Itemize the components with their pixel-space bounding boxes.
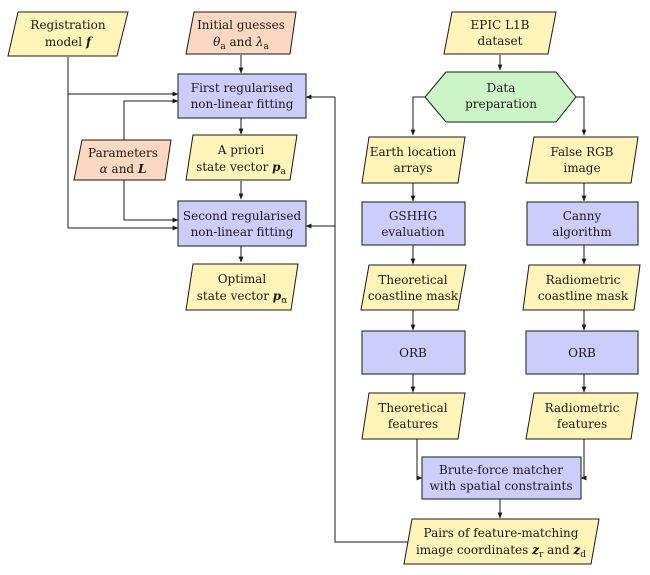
orb-left-label: ORB [399, 346, 427, 360]
matcher-line2: with spatial constraints [429, 479, 572, 493]
second-fitting-line1: Second regularised [183, 209, 302, 223]
node-parameters: Parameters α and L [73, 139, 172, 181]
node-gshhg: GSHHG evaluation [361, 201, 466, 246]
epic-line2: dataset [478, 34, 523, 48]
first-fitting-line1: First regularised [191, 81, 294, 95]
registration-model-line2: model f [45, 35, 93, 49]
node-initial-guesses: Initial guesses θa and λa [185, 11, 297, 55]
gshhg-line1: GSHHG [389, 209, 437, 223]
theo-features-line1: Theoretical [378, 401, 447, 415]
canny-line1: Canny [563, 209, 602, 223]
edge-radiofeat-to-matcher [580, 439, 587, 481]
matcher-line1: Brute-force matcher [439, 463, 563, 477]
node-radio-mask: Radiometric coastline mask [522, 264, 641, 311]
pairs-line1: Pairs of feature-matching [424, 526, 579, 540]
edge-theofeat-to-matcher [416, 439, 423, 481]
edge-pairs-feedback [334, 97, 408, 543]
node-false-rgb: False RGB image [525, 136, 639, 184]
data-prep-line2: preparation [465, 97, 537, 111]
edge-parameters-to-second [123, 180, 179, 223]
epic-line1: EPIC L1B [471, 18, 530, 32]
node-epic: EPIC L1B dataset [443, 11, 557, 55]
node-theo-features: Theoretical features [361, 392, 466, 440]
parameters-line1: Parameters [88, 146, 158, 160]
node-pairs: Pairs of feature-matching image coordina… [403, 518, 600, 565]
optimal-line1: Optimal [218, 272, 267, 286]
node-canny: Canny algorithm [526, 201, 639, 246]
orb-right-label: ORB [568, 346, 596, 360]
node-data-prep: Data preparation [424, 71, 577, 123]
theo-mask-line2: coastline mask [368, 289, 459, 303]
initial-guesses-line1: Initial guesses [197, 18, 285, 32]
node-theo-mask: Theoretical coastline mask [360, 264, 467, 311]
edges [67, 55, 587, 543]
optimal-line2: state vector pα [197, 289, 288, 306]
data-prep-line1: Data [487, 81, 516, 95]
node-orb-left: ORB [361, 330, 466, 375]
edge-prep-to-rgb [576, 96, 587, 136]
radio-features-line1: Radiometric [545, 401, 620, 415]
parameters-line2: α and L [100, 162, 147, 176]
registration-model-line1: Registration [30, 18, 105, 32]
radio-mask-line2: coastline mask [538, 289, 629, 303]
earth-location-line1: Earth location [370, 145, 457, 159]
earth-location-line2: arrays [394, 161, 433, 175]
initial-guesses-line2: θa and λa [213, 35, 269, 52]
radio-mask-line1: Radiometric [546, 273, 621, 287]
theo-features-line2: features [388, 417, 438, 431]
false-rgb-line1: False RGB [550, 145, 613, 159]
radio-features-line2: features [557, 417, 607, 431]
second-fitting-line2: non-linear fitting [191, 225, 294, 239]
node-a-priori: A priori state vector pa [185, 134, 298, 181]
a-priori-line2: state vector pa [196, 160, 286, 177]
node-registration-model: Registration model f [7, 11, 129, 57]
node-second-fitting: Second regularised non-linear fitting [177, 200, 307, 247]
canny-line2: algorithm [552, 225, 612, 239]
false-rgb-line2: image [563, 161, 600, 175]
gshhg-line2: evaluation [381, 225, 445, 239]
edge-parameters-trunk [123, 98, 179, 140]
edge-prep-to-earth [410, 96, 425, 136]
first-fitting-line2: non-linear fitting [191, 97, 294, 111]
node-radio-features: Radiometric features [525, 392, 639, 440]
node-orb-right: ORB [525, 330, 639, 375]
node-matcher: Brute-force matcher with spatial constra… [421, 456, 582, 500]
theo-mask-line1: Theoretical [378, 273, 447, 287]
node-optimal: Optimal state vector pα [185, 263, 299, 311]
node-earth-location: Earth location arrays [361, 136, 466, 184]
node-first-fitting: First regularised non-linear fitting [177, 73, 307, 119]
pairs-line2: image coordinates zr and zd [416, 543, 586, 560]
a-priori-line1: A priori [217, 143, 265, 157]
